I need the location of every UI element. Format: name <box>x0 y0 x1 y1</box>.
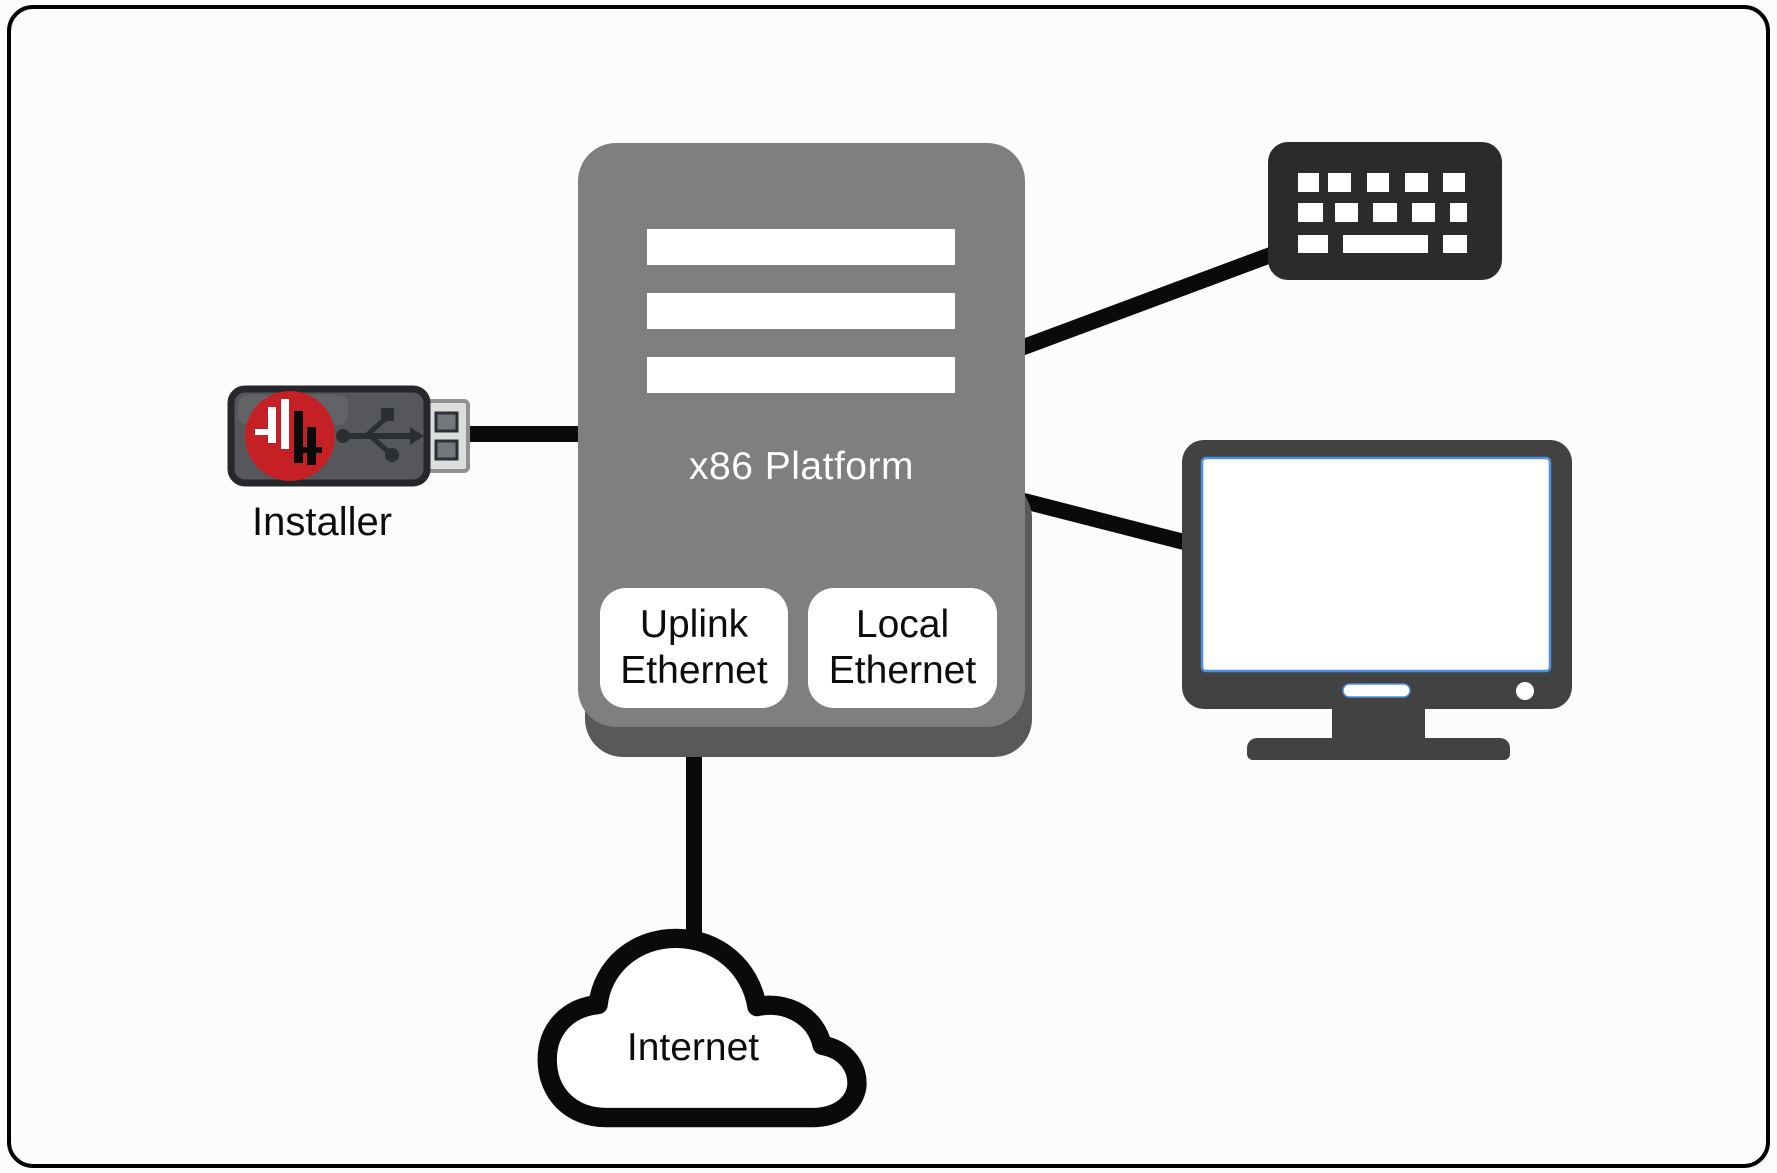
vent-slot <box>647 229 955 265</box>
monitor-screen <box>1200 456 1552 673</box>
connection-platform-to-monitor <box>1012 492 1196 551</box>
platform-label: x86 Platform <box>689 445 914 488</box>
monitor-power-light <box>1516 682 1534 700</box>
port-local-ethernet: Local Ethernet <box>808 588 997 708</box>
usb-trident-icon <box>336 408 424 462</box>
monitor-icon <box>1182 440 1572 760</box>
port-uplink-ethernet: Uplink Ethernet <box>600 588 788 708</box>
vent-slot <box>647 357 955 393</box>
vent-slot <box>647 293 955 329</box>
internet-cloud-icon <box>537 928 867 1128</box>
platform-vent-slots <box>647 229 955 421</box>
monitor-button-bar <box>1342 683 1411 698</box>
monitor-stand-base <box>1247 738 1510 760</box>
usb-flash-drive-icon <box>227 385 470 487</box>
installer-logo-icon <box>245 391 335 481</box>
keyboard-icon <box>1268 142 1502 280</box>
internet-label: Internet <box>626 1026 760 1069</box>
x86-platform-node: x86 Platform Uplink Ethernet Local Ether… <box>578 143 1025 727</box>
connection-platform-to-keyboard <box>1013 245 1284 356</box>
installer-label: Installer <box>251 500 393 544</box>
